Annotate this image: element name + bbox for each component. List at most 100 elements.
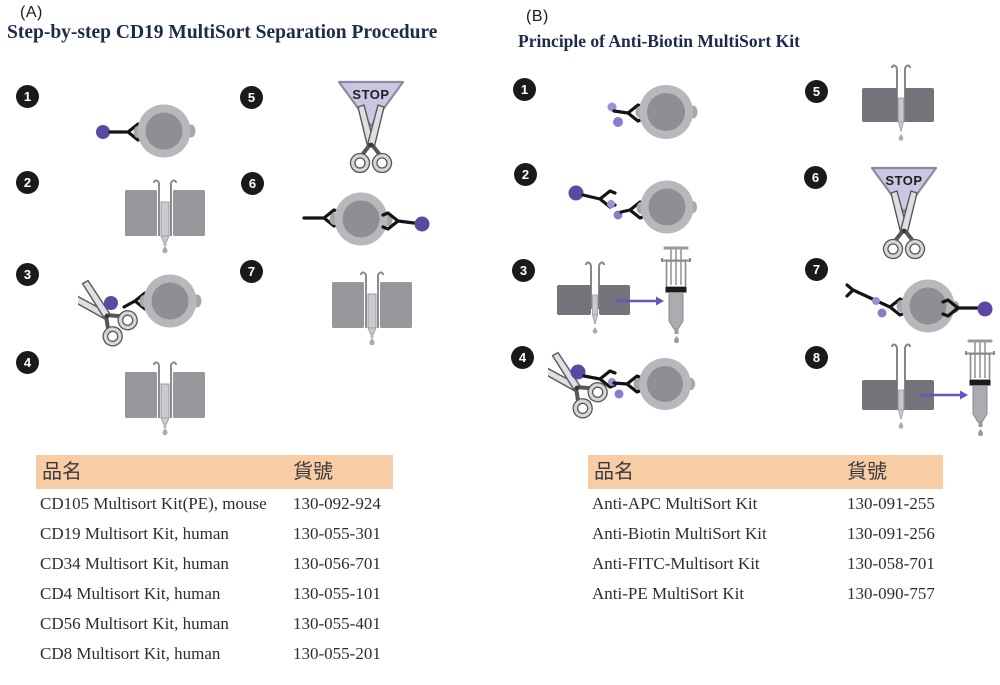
antibody-icon [381,211,416,231]
droplet-icon [162,428,168,436]
antibody-icon [941,298,979,318]
cell-icon [896,279,960,333]
bead-antibody-cell-icon [96,104,196,158]
catalog-number: 130-056-701 [293,554,381,573]
magnet-block-icon [905,380,934,410]
droplet-icon [674,336,679,343]
magnet-block-icon [173,190,205,236]
stop-scissors-icon: STOP [337,80,405,174]
stop-triangle-icon [870,166,938,214]
arrowhead-icon [960,390,968,400]
table-header: 品名 貨號 [36,455,393,489]
product-name: CD19 Multisort Kit, human [40,524,229,543]
separation-column-icon [332,271,412,346]
header-catalog-number: 貨號 [847,461,887,483]
scissors-icon [882,190,926,260]
magnet-block-icon [125,190,157,236]
syringe-icon [661,246,691,343]
scissors-cleave-cell-icon [78,274,202,347]
step-badge-b7: 7 [805,258,828,281]
released-bead-cell-icon [302,192,430,246]
scissors-icon [349,104,393,174]
table-header: 品名 貨號 [588,455,943,489]
biotin-icon [872,297,880,305]
catalog-number: 130-090-757 [847,584,935,603]
panel-a-title: Step-by-step CD19 MultiSort Separation P… [7,22,438,43]
droplet-icon [898,134,904,141]
product-name: CD4 Multisort Kit, human [40,584,221,603]
column-to-syringe-icon [557,246,691,343]
magnetic-bead-icon [570,364,586,380]
catalog-number: 130-055-201 [293,644,381,663]
step-badge-b4: 4 [511,346,534,369]
table-row: Anti-Biotin MultiSort Kit 130-091-256 [588,519,943,549]
product-name: CD8 Multisort Kit, human [40,644,221,663]
cell-icon [329,192,393,246]
separation-column-icon [125,361,205,436]
step-badge-a3: 3 [16,263,39,286]
biotin-icon [613,117,623,127]
magnet-block-icon [599,285,630,315]
column-to-syringe-icon [862,339,995,437]
table-row: CD56 Multisort Kit, human 130-055-401 [36,609,393,639]
droplet-icon [369,338,375,346]
catalog-number: 130-055-401 [293,614,381,633]
catalog-number: 130-055-301 [293,524,381,543]
catalog-number: 130-091-255 [847,494,935,513]
magnetic-bead-icon [96,125,110,139]
magnetic-bead-icon [104,296,118,310]
step-badge-a7: 7 [240,260,263,283]
cell-icon [139,274,202,328]
step-badge-b6: 6 [804,166,827,189]
step-badge-a6: 6 [241,172,264,195]
cell-icon [133,104,196,158]
biotin-antibody-cell-icon [607,85,698,139]
product-table-b: 品名 貨號 Anti-APC MultiSort Kit 130-091-255… [588,455,943,609]
panel-b-title: Principle of Anti-Biotin MultiSort Kit [518,31,800,51]
scissors-icon [78,279,138,347]
cell-icon [636,180,697,234]
biotin-icon [607,102,617,112]
table-row: Anti-FITC-Multisort Kit 130-058-701 [588,549,943,579]
droplet-icon [978,429,983,437]
scissors-icon [548,351,608,419]
cell-icon [635,85,698,139]
step-badge-b3: 3 [512,259,535,282]
bead-anti-biotin-cell-icon [568,180,697,234]
catalog-number: 130-055-101 [293,584,381,603]
catalog-number: 130-058-701 [847,554,935,573]
magnetic-bead-icon [568,185,584,201]
product-name: CD34 Multisort Kit, human [40,554,229,573]
syringe-icon [965,339,995,437]
arrowhead-icon [656,296,664,306]
scissors-cleave-cell-icon [548,351,695,419]
product-name: CD105 Multisort Kit(PE), mouse [40,494,267,513]
product-name: Anti-PE MultiSort Kit [592,584,745,603]
header-catalog-number: 貨號 [293,461,333,483]
droplet-icon [898,422,904,429]
biotin-icon [607,200,615,208]
product-name: Anti-Biotin MultiSort Kit [592,524,767,543]
biotin-icon [877,308,887,318]
product-name: Anti-FITC-Multisort Kit [592,554,760,573]
table-row: CD105 Multisort Kit(PE), mouse 130-092-9… [36,489,393,519]
catalog-number: 130-091-256 [847,524,935,543]
header-product-name: 品名 [42,461,82,483]
catalog-number: 130-092-924 [293,494,381,513]
product-name: CD56 Multisort Kit, human [40,614,229,633]
table-row: CD34 Multisort Kit, human 130-056-701 [36,549,393,579]
step-badge-b8: 8 [805,346,828,369]
table-row: CD8 Multisort Kit, human 130-055-201 [36,639,393,669]
header-product-name: 品名 [594,461,634,483]
step-badge-b5: 5 [805,80,828,103]
antibody-icon [845,283,907,317]
cell-icon [633,358,695,410]
droplet-icon [162,246,168,254]
table-row: Anti-PE MultiSort Kit 130-090-757 [588,579,943,609]
panel-b-label: (B) [526,8,549,25]
product-name: Anti-APC MultiSort Kit [592,494,758,513]
biotin-cell-released-bead-icon [845,279,993,333]
stop-label: STOP [352,87,389,102]
panel-a-label: (A) [20,4,43,21]
step-badge-a5: 5 [240,86,263,109]
